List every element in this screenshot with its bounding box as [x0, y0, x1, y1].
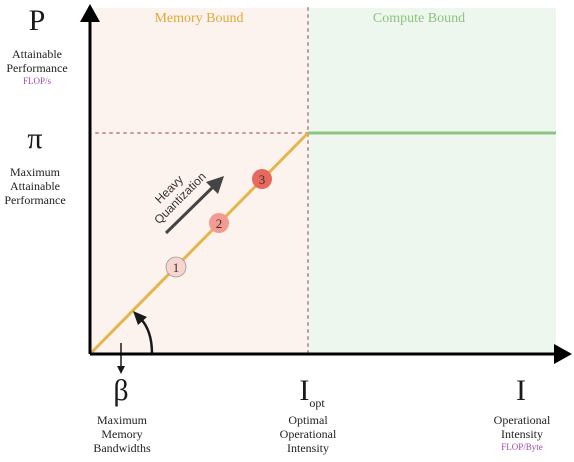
slope-angle-arrowhead-icon [133, 311, 147, 325]
intensity-unit: FLOP/Byte [501, 441, 543, 452]
compute-bound-title: Compute Bound [372, 11, 466, 26]
peak-performance-symbol: π [27, 122, 43, 155]
beta-arrowhead-icon [117, 366, 125, 374]
point-1: 1 [165, 256, 187, 278]
intensity-label-line-1: Operational [493, 413, 551, 427]
y-axis-label-line-2: Performance [6, 60, 68, 75]
point-2: 2 [209, 213, 229, 233]
iopt-label-line-1: Optimal [288, 413, 328, 427]
y-axis-label: Attainable Performance FLOP/s [0, 47, 74, 86]
point-1-label: 1 [173, 260, 180, 275]
point-3: 3 [252, 169, 272, 189]
y-axis-label-line-1: Attainable [12, 47, 62, 61]
beta-symbol: β [113, 374, 129, 407]
point-2-label: 2 [216, 216, 223, 231]
beta-label-line-2: Memory [101, 426, 143, 441]
beta-label: Maximum Memory Bandwidths [80, 413, 164, 455]
intensity-label: Operational Intensity FLOP/Byte [480, 413, 564, 452]
y-axis-arrowhead-icon [80, 4, 100, 22]
intensity-label-line-2: Intensity [501, 426, 543, 441]
quantization-arrowhead-icon [206, 176, 224, 194]
memory-bound-roofline [88, 131, 310, 356]
compute-bound-region [308, 8, 556, 354]
memory-bound-title: Memory Bound [154, 11, 244, 26]
point-3-label: 3 [259, 172, 266, 187]
peak-performance-label: Maximum Attainable Performance [0, 165, 70, 207]
y-axis-symbol: P [28, 4, 46, 37]
peak-label-line-1: Maximum [10, 165, 60, 179]
intensity-symbol: I [516, 374, 526, 407]
beta-label-line-1: Maximum [97, 413, 147, 427]
iopt-label: Optimal Operational Intensity [268, 413, 348, 455]
beta-label-line-3: Bandwidths [93, 440, 151, 455]
iopt-label-line-2: Operational [279, 426, 337, 441]
iopt-symbol-subscript: opt [309, 396, 325, 410]
quantization-arrow-icon [164, 182, 218, 235]
iopt-symbol: Iopt [288, 374, 336, 411]
iopt-label-line-3: Intensity [287, 440, 329, 455]
peak-label-line-3: Performance [4, 192, 66, 207]
y-axis-unit: FLOP/s [22, 75, 51, 86]
x-axis-arrowhead-icon [554, 344, 572, 364]
peak-label-line-2: Attainable [10, 178, 60, 193]
iopt-symbol-main: I [299, 374, 310, 407]
